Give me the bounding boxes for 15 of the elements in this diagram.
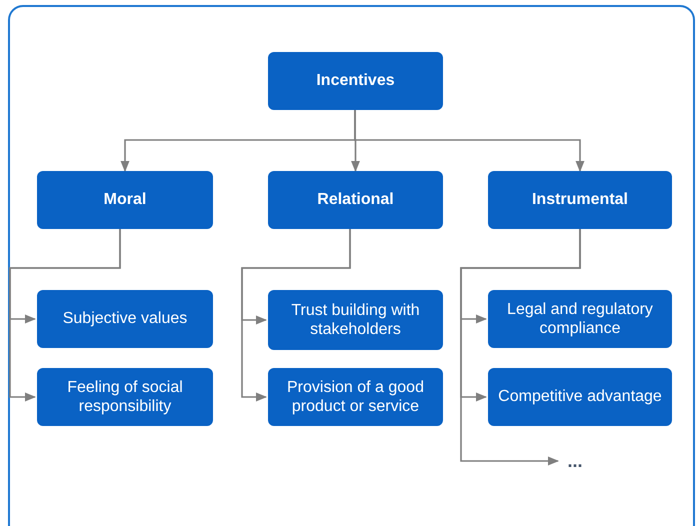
category-box: Instrumental xyxy=(488,171,672,229)
connector-arrow xyxy=(460,229,581,466)
item-box: Subjective values xyxy=(37,290,213,348)
ellipsis-text: ... xyxy=(560,450,590,472)
item-box: Trust building with stakeholders xyxy=(268,290,443,350)
item-box: Feeling of social responsibility xyxy=(37,368,213,426)
category-box: Moral xyxy=(37,171,213,229)
item-box: Competitive advantage xyxy=(488,368,672,426)
category-box: Relational xyxy=(268,171,443,229)
category-box: Incentives xyxy=(268,52,443,110)
item-box: Legal and regulatory compliance xyxy=(488,290,672,348)
item-box: Provision of a good product or service xyxy=(268,368,443,426)
connector-arrow xyxy=(9,229,121,402)
connector-arrow xyxy=(354,110,584,172)
connector-arrow xyxy=(241,229,351,402)
